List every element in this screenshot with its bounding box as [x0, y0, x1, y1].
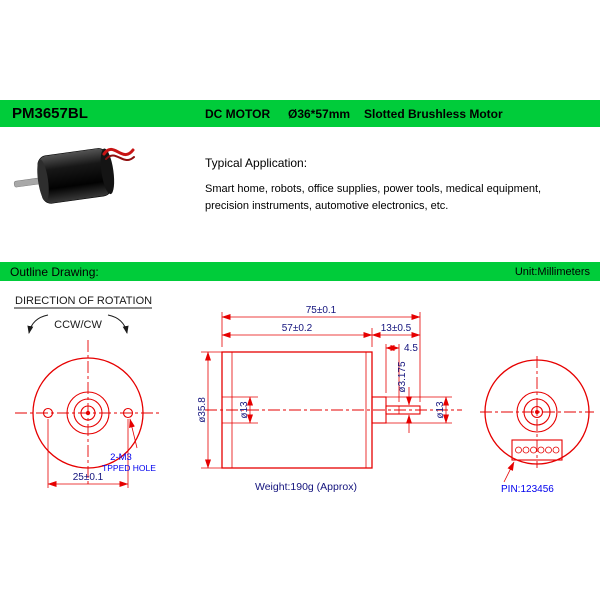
- rear-bearing-circle: [523, 398, 551, 426]
- dim-hole-spacing: 25±0.1: [73, 472, 104, 483]
- motor-subtitle: Slotted Brushless Motor: [364, 107, 503, 121]
- direction-of-rotation-group: DIRECTION OF ROTATION CCW/CW: [14, 295, 152, 334]
- dim-front-boss-diameter: ø13: [239, 401, 250, 419]
- product-photo: [8, 138, 140, 216]
- rotation-direction-label: CCW/CW: [54, 319, 102, 331]
- side-view: 75±0.1 57±0.2 13±0.5 4.5 ø3.175 ø13: [197, 305, 462, 493]
- rear-view: PIN:123456: [480, 356, 594, 495]
- motor-rear-cap: [100, 148, 115, 195]
- connector-block: [511, 439, 563, 461]
- front-bearing-circle: [73, 398, 103, 428]
- pin-2: [522, 446, 530, 454]
- outline-drawing: DIRECTION OF ROTATION CCW/CW 25±0.1 2-M3: [14, 295, 594, 495]
- front-boss-circle: [66, 391, 110, 435]
- motor-photo-illustration: [13, 147, 135, 204]
- red-wire-2: [105, 154, 135, 161]
- dim-overall-length: 75±0.1: [306, 305, 337, 316]
- direction-label: DIRECTION OF ROTATION: [15, 295, 152, 307]
- pin-5: [545, 446, 552, 454]
- leader-line: [129, 418, 138, 449]
- rear-boss-circle: [516, 391, 558, 433]
- motor-size-label: Ø36*57mm: [288, 107, 351, 121]
- motor-type-label: DC MOTOR: [205, 107, 271, 121]
- cw-arrow-icon: [107, 314, 129, 334]
- applications-text: Smart home, robots, office supplies, pow…: [205, 183, 542, 212]
- title-bar: PM3657BL DC MOTOR Ø36*57mm Slotted Brush…: [0, 100, 600, 127]
- dim-shaft-diameter: ø3.175: [397, 361, 408, 393]
- pin-3: [530, 446, 537, 454]
- red-wire: [102, 147, 135, 157]
- front-view: 25±0.1 2-M3 TPPED HOLE: [15, 340, 161, 488]
- rear-shaft-circle: [530, 405, 544, 419]
- dim-body-diameter: ø35.8: [197, 397, 208, 423]
- mounting-hole-left: [42, 407, 54, 419]
- leader-line: [503, 461, 515, 483]
- motor-body-group: [13, 148, 115, 204]
- dim-body-length: 57±0.2: [282, 323, 313, 334]
- rear-center-dot: [535, 410, 539, 414]
- pin-4: [537, 446, 545, 454]
- pin-1: [515, 446, 522, 454]
- dim-shaft-length: 13±0.5: [381, 323, 412, 334]
- dim-rear-boss-diameter: ø13: [435, 401, 446, 419]
- motor-front-cap: [37, 159, 49, 202]
- unit-label: Unit:Millimeters: [514, 265, 590, 278]
- pin-6: [552, 446, 560, 454]
- front-outer-circle: [32, 357, 144, 469]
- dim-step-length: 4.5: [404, 343, 418, 354]
- mounting-hole-right: [122, 407, 134, 419]
- weight-label: Weight:190g (Approx): [255, 481, 357, 493]
- shaft-outline: [385, 405, 421, 415]
- outline-title: Outline Drawing:: [10, 264, 99, 279]
- front-center-dot: [85, 410, 91, 416]
- model-number: PM3657BL: [12, 105, 88, 122]
- front-shaft-circle: [80, 405, 96, 421]
- hole-callout-line2: TPPED HOLE: [102, 463, 156, 473]
- ccw-arrow-icon: [27, 314, 49, 334]
- rear-outer-circle: [484, 359, 590, 465]
- hole-callout-line1: 2-M3: [110, 452, 132, 463]
- outline-bar: Outline Drawing: Unit:Millimeters: [0, 262, 600, 281]
- pin-label: PIN:123456: [501, 484, 554, 495]
- typical-application-label: Typical Application:: [205, 156, 308, 170]
